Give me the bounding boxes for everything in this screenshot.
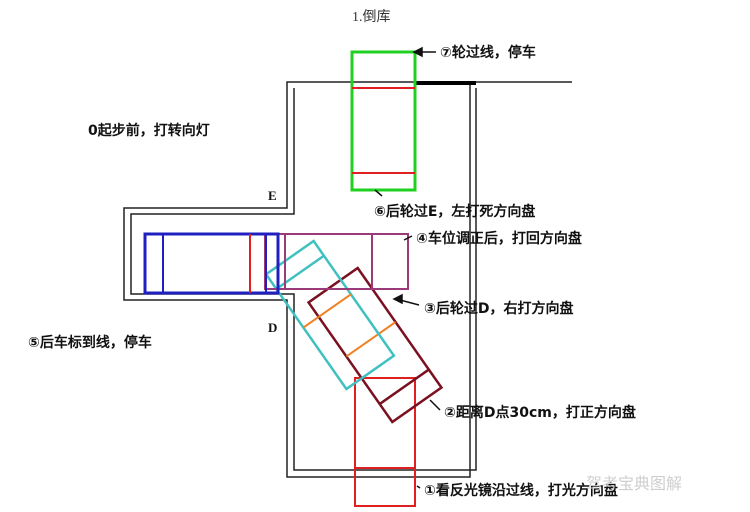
lane-outer-line xyxy=(123,81,572,478)
step-2-label: ②距离D点30cm，打正方向盘 xyxy=(444,405,636,421)
diagram-title: 1.倒库 xyxy=(352,10,391,25)
car-start-red xyxy=(354,377,416,507)
axle-mark xyxy=(345,321,397,358)
step-4-label: ④车位调正后，打回方向盘 xyxy=(416,231,582,247)
step-3-label: ③后轮过D，右打方向盘 xyxy=(424,301,574,317)
point-d-label: D xyxy=(268,320,278,335)
watermark-text: 驾考宝典图解 xyxy=(586,474,683,493)
step-5-label: ⑤后车标到线，停车 xyxy=(28,335,152,351)
pointer-arrows xyxy=(374,46,441,489)
step-7-label: ⑦轮过线，停车 xyxy=(440,45,536,61)
lane-inner-line xyxy=(130,88,477,471)
point-e-label: E xyxy=(268,188,277,203)
step-1-label: ①看反光镜沿过线，打光方向盘 xyxy=(424,483,618,499)
step-6-label: ⑥后轮过E，左打死方向盘 xyxy=(374,204,536,220)
car-turning-dark-red xyxy=(306,266,444,424)
car-exit-green xyxy=(350,50,417,192)
step-0-label: 0起步前，打转向灯 xyxy=(88,123,210,139)
axle-mark xyxy=(302,293,352,329)
car-parked-blue xyxy=(143,232,280,295)
